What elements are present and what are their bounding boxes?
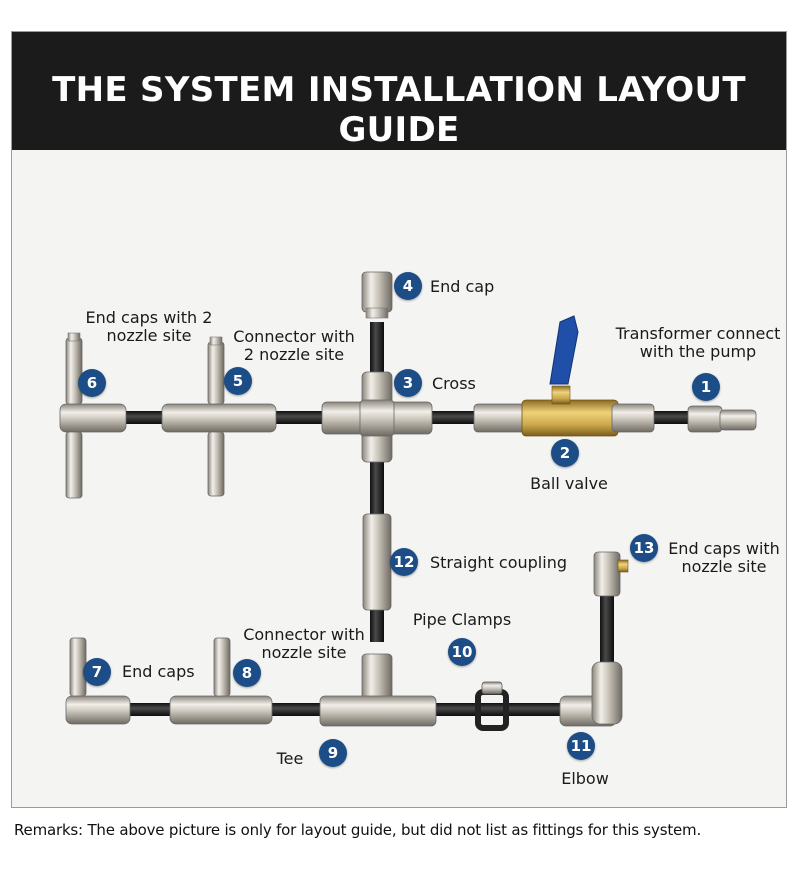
badge-10: 10 [448, 638, 476, 666]
badge-9: 9 [319, 739, 347, 767]
label-tee: Tee [276, 749, 304, 768]
badge-2: 2 [551, 439, 579, 467]
installation-diagram [59, 271, 757, 731]
badge-4: 4 [394, 272, 422, 300]
remarks-note: Remarks: The above picture is only for l… [14, 821, 702, 839]
badge-8: 8 [233, 659, 261, 687]
transformer-connector [687, 405, 757, 433]
label-straight-coupling: Straight coupling [430, 553, 567, 572]
label-nozzle-connector: Connector with nozzle site [243, 625, 365, 662]
badge-13: 13 [630, 534, 658, 562]
label-single-nozzle-end-cap: End caps with nozzle site [668, 539, 780, 576]
double-nozzle-end-cap [59, 332, 127, 499]
title-banner: THE SYSTEM INSTALLATION LAYOUT GUIDE [12, 32, 786, 150]
elbow-fitting [559, 661, 623, 727]
pipe-clamp [475, 681, 509, 731]
badge-3: 3 [394, 369, 422, 397]
layout-guide-panel: THE SYSTEM INSTALLATION LAYOUT GUIDE [11, 31, 787, 808]
badge-6: 6 [78, 369, 106, 397]
ball-valve [473, 315, 655, 437]
end-cap-top [361, 271, 393, 319]
page-title: THE SYSTEM INSTALLATION LAYOUT GUIDE [52, 70, 746, 150]
badge-12: 12 [390, 548, 418, 576]
label-pipe-clamps: Pipe Clamps [412, 610, 512, 629]
label-end-caps: End caps [122, 662, 195, 681]
straight-coupling [362, 513, 392, 611]
nozzle-end-cap [65, 637, 131, 725]
label-double-nozzle-connector: Connector with 2 nozzle site [233, 327, 355, 364]
label-ball-valve: Ball valve [530, 474, 608, 493]
label-double-nozzle-end-cap: End caps with 2 nozzle site [85, 308, 213, 345]
label-end-cap: End cap [430, 277, 495, 296]
badge-7: 7 [83, 658, 111, 686]
label-elbow: Elbow [561, 769, 609, 788]
label-transformer-connect: Transformer connect with the pump [615, 324, 781, 361]
double-nozzle-connector [161, 336, 277, 497]
tee-fitting [319, 653, 437, 727]
single-nozzle-end-cap [593, 551, 629, 597]
badge-5: 5 [224, 367, 252, 395]
cross-fitting [321, 371, 433, 463]
nozzle-connector [169, 637, 273, 725]
badge-11: 11 [567, 732, 595, 760]
label-cross: Cross [432, 374, 476, 393]
badge-1: 1 [692, 373, 720, 401]
